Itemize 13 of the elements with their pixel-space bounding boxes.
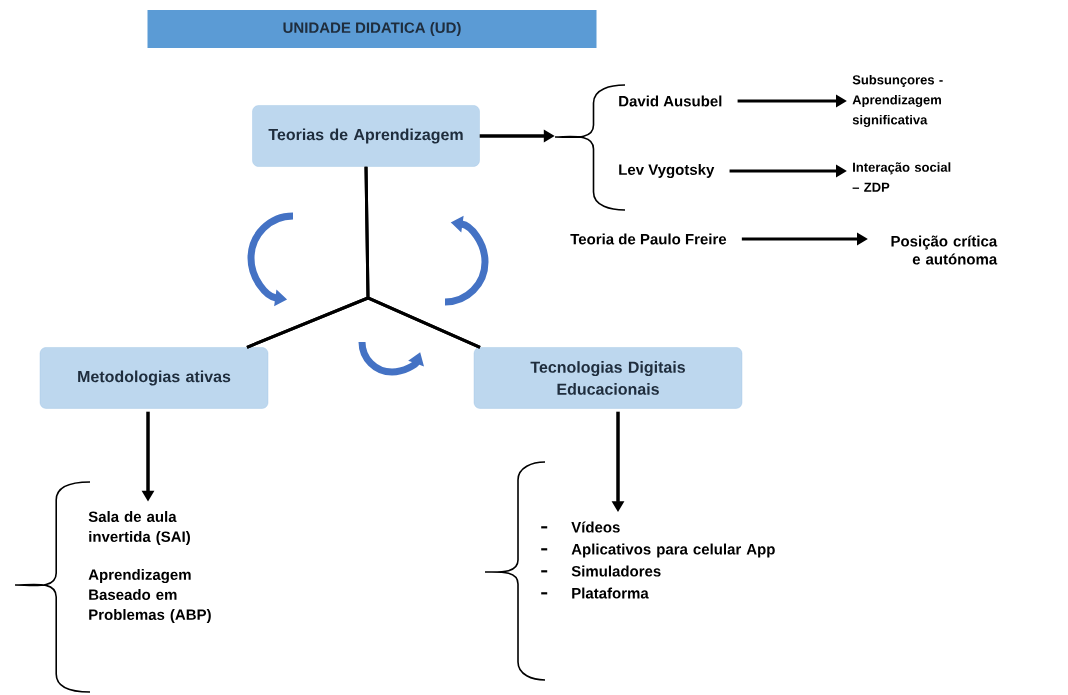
text-label: Lev Vygotsky bbox=[619, 163, 715, 178]
text-label: Interação social – ZDP bbox=[852, 162, 951, 192]
connector-line bbox=[246, 296, 481, 349]
text-label: Subsunçores - Aprendizagem significativa bbox=[852, 74, 943, 128]
text-label: Teoria de Paulo Freire bbox=[570, 233, 727, 245]
text-label: David Ausubel bbox=[619, 95, 722, 107]
concept-box: Tecnologias Digitais Educacionais bbox=[473, 347, 743, 409]
text-label: Posição crítica e autónoma bbox=[891, 235, 998, 265]
bullet-list: Vídeos Aplicativos para celular App Simuladores Plataforma bbox=[541, 521, 775, 599]
concept-box: Metodologias ativas bbox=[39, 347, 269, 409]
concept-box: Teorias de Aprendizagem bbox=[252, 105, 480, 167]
title-banner: UNIDADE DIDATICA (UD) bbox=[147, 10, 597, 48]
item-list: Sala de aula invertida (SAI) Aprendizagem Baseado em Problemas (ABP) bbox=[88, 511, 211, 623]
